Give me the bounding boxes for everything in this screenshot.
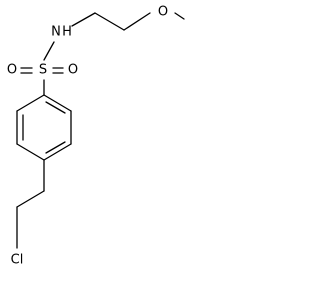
bond-ch3-o <box>174 12 185 20</box>
chemical-structure: O N H S O O Cl <box>7 5 185 268</box>
ring-bond-4 <box>16 143 45 161</box>
atom-n: N <box>51 25 61 40</box>
atom-h: H <box>62 25 72 40</box>
bond-ch2-ch2 <box>94 12 125 31</box>
ring-double-1 <box>45 101 66 114</box>
ring-bond-1 <box>43 94 72 112</box>
bond-ch2-ch2-lower <box>16 190 45 208</box>
ring-double-2 <box>45 141 66 154</box>
atom-s: S <box>39 63 47 78</box>
ring-bond-6 <box>16 94 45 112</box>
ring-bond-3 <box>43 143 72 161</box>
bond-ch2-n <box>71 12 96 27</box>
atom-o-ether: O <box>158 5 168 20</box>
bond-n-s <box>43 41 55 61</box>
atom-cl: Cl <box>11 253 24 268</box>
bond-o-ch2 <box>123 12 151 31</box>
atom-o-right: O <box>68 63 78 78</box>
atom-o-left: O <box>7 63 17 78</box>
